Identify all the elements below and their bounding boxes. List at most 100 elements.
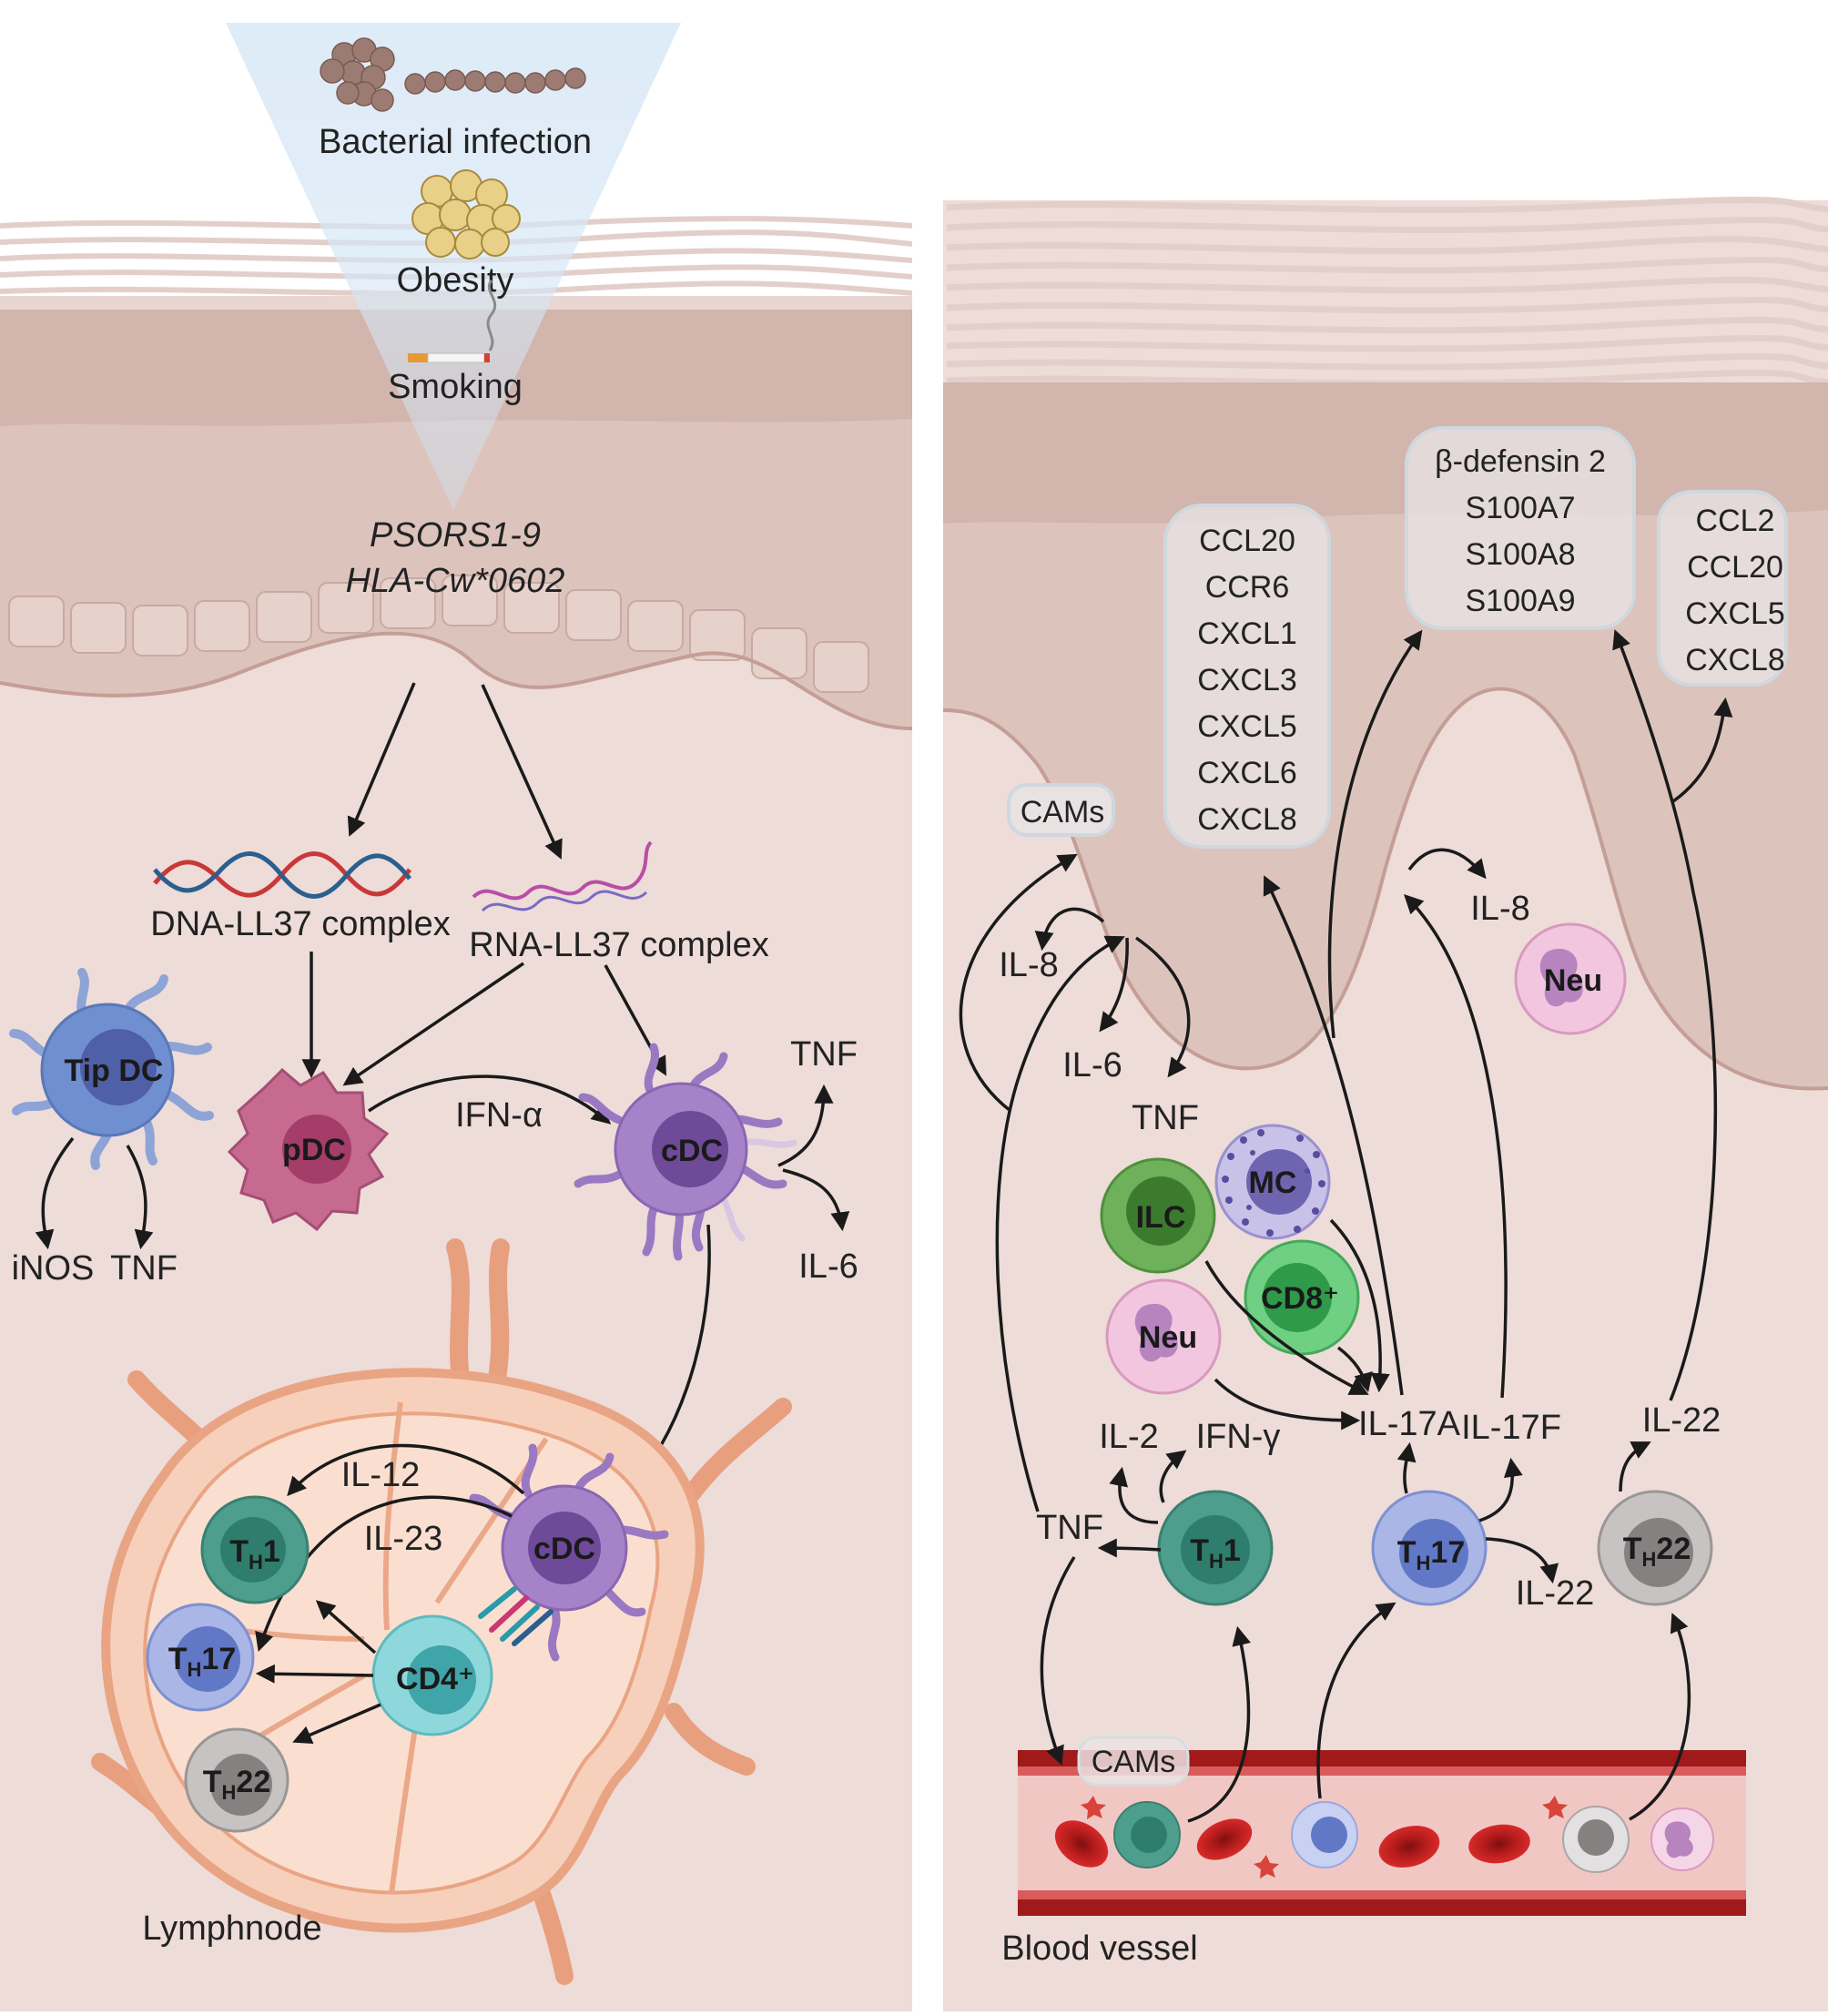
arrow-to-cams-top	[959, 853, 1078, 1113]
cdc-lymphnode-label: cDC	[533, 1532, 595, 1566]
arrow-ilc-to-il17a	[1204, 1260, 1369, 1395]
arrow-cd8-to-il17a	[1336, 1346, 1373, 1393]
ilc-cell: ILC	[1100, 1157, 1216, 1274]
arrow-cd4-to-th17	[255, 1664, 374, 1684]
th1-right-label: TH1	[1190, 1533, 1241, 1573]
circulating-neutrophil-icon	[1650, 1807, 1714, 1871]
arrow-neu-to-il17a	[1214, 1378, 1361, 1431]
right-panel: CCL20 CCR6 CXCL1 CXCL3 CXCL5 CXCL6 CXCL8…	[942, 0, 1828, 2011]
cd8-label: CD8⁺	[1261, 1281, 1339, 1316]
cd8-cell: CD8⁺	[1244, 1239, 1360, 1356]
il8-right-label: IL-8	[1470, 890, 1529, 928]
arrow-th22-to-il22	[1619, 1441, 1651, 1492]
th17-right-label: TH17	[1397, 1535, 1466, 1574]
tnf-tipdc-label: TNF	[110, 1249, 178, 1288]
cams-vessel-box: CAMs	[1077, 1736, 1190, 1787]
ilc-label: ILC	[1136, 1200, 1186, 1235]
box2-item: S100A8	[1466, 537, 1576, 572]
box3-item: CCL20	[1687, 550, 1783, 585]
il22-th17-label: IL-22	[1516, 1574, 1595, 1613]
th22-label: TH22	[203, 1765, 271, 1804]
arrow-cd4-to-th1	[315, 1600, 377, 1655]
arrow-cdc-to-th1	[287, 1443, 525, 1497]
tcr-mhc-receptor-icon	[478, 1586, 553, 1646]
blood-vessel-label: Blood vessel	[1001, 1929, 1197, 1968]
neutrophil-mid-cell: Neu	[1105, 1278, 1222, 1395]
tnf-top-label: TNF	[1132, 1099, 1199, 1137]
arrow-to-dna	[347, 682, 416, 837]
box1-item: CCR6	[1205, 570, 1290, 605]
lymphnode-label: Lymphnode	[142, 1909, 321, 1948]
box1-item: CXCL5	[1197, 709, 1297, 744]
il8-left-label: IL-8	[999, 946, 1058, 984]
ifng-label: IFN-γ	[1196, 1418, 1281, 1456]
arrow-th1-to-il2	[1109, 1466, 1159, 1524]
arrow-th17-to-il17a	[1396, 1441, 1417, 1494]
platelet-icon	[1081, 1796, 1568, 1879]
arrow-il17f-to-epidermis	[1404, 894, 1508, 1399]
circulating-th1-icon	[1113, 1801, 1181, 1868]
neu-mid-label: Neu	[1139, 1320, 1197, 1355]
il12-label: IL-12	[341, 1456, 421, 1494]
cams-top-box: CAMs	[1007, 783, 1115, 837]
rna-ll37-label: RNA-LL37 complex	[469, 926, 768, 964]
pdc-label: pDC	[282, 1133, 346, 1167]
arrow-rna-to-pdc	[342, 962, 524, 1086]
adipocyte-icon	[411, 169, 521, 260]
tnf-cdc-label: TNF	[790, 1035, 858, 1074]
gene-hla: HLA-Cw*0602	[346, 562, 565, 600]
mc-label: MC	[1249, 1166, 1297, 1200]
cd4-cell: CD4⁺	[371, 1614, 493, 1736]
rna-strand-icon	[472, 840, 653, 912]
trigger-bacterial-infection: Bacterial infection	[319, 123, 592, 161]
stratum-corneum-right	[946, 197, 1828, 387]
tip-dc-cell: Tip DC	[9, 968, 214, 1170]
cdc-lymphnode-cell: cDC	[469, 1443, 669, 1662]
cdc-cell: cDC	[574, 1043, 797, 1261]
arrow-il8-right	[1407, 848, 1487, 880]
arrow-vessel-to-th17	[1316, 1602, 1396, 1799]
arrow-vessel-to-th1	[1187, 1625, 1251, 1823]
il17f-label: IL-17F	[1461, 1409, 1561, 1447]
arrow-tipdc-tnf	[126, 1145, 154, 1250]
th17-right-cell: TH17	[1371, 1490, 1488, 1606]
box1-item: CXCL1	[1197, 616, 1297, 651]
arrow-tnf-to-cams-vessel	[1040, 1556, 1076, 1766]
cd4-label: CD4⁺	[396, 1662, 474, 1696]
cigarette-icon	[408, 280, 497, 363]
trigger-funnel	[226, 23, 681, 510]
arrow-to-chemokine-box-3	[1671, 697, 1733, 803]
cdc-label: cDC	[661, 1134, 723, 1168]
il6-label: IL-6	[1062, 1046, 1122, 1084]
th22-right-label: TH22	[1623, 1532, 1691, 1571]
arrow-tipdc-inos	[35, 1136, 75, 1250]
arrow-tnf-top	[1135, 936, 1191, 1078]
ifn-alpha-label: IFN-α	[455, 1096, 543, 1135]
arrow-tnf-th1-to-epidermis	[995, 935, 1125, 1512]
th22-cell: TH22	[184, 1727, 289, 1833]
il2-label: IL-2	[1099, 1418, 1158, 1456]
arrow-th1-to-tnf	[1097, 1538, 1162, 1558]
bacteria-icon	[320, 37, 586, 112]
arrow-cdc-tnf	[777, 1084, 834, 1167]
tnf-th1-label: TNF	[1036, 1509, 1103, 1547]
blood-vessel	[1018, 1750, 1746, 1916]
box3-item: CXCL5	[1685, 596, 1785, 631]
box2-item: S100A9	[1466, 584, 1576, 618]
red-blood-cell-icon	[1054, 1818, 1530, 1868]
cams-top-label: CAMs	[1021, 795, 1105, 830]
gene-psors: PSORS1-9	[370, 516, 541, 555]
arrow-il22-to-epidermis	[1612, 629, 1718, 1401]
neu-top-label: Neu	[1544, 963, 1602, 998]
mast-cell: MC	[1214, 1124, 1331, 1240]
box2-item: β-defensin 2	[1435, 444, 1606, 479]
box3-item: CCL2	[1696, 504, 1775, 538]
box1-item: CXCL3	[1197, 663, 1297, 697]
chemokine-box-1: CCL20 CCR6 CXCL1 CXCL3 CXCL5 CXCL6 CXCL8	[1163, 504, 1331, 849]
antimicrobial-box: β-defensin 2 S100A7 S100A8 S100A9	[1405, 426, 1636, 630]
arrow-pdc-to-cdc	[368, 1074, 612, 1125]
arrow-to-rna	[481, 684, 563, 860]
trigger-smoking: Smoking	[388, 368, 523, 406]
